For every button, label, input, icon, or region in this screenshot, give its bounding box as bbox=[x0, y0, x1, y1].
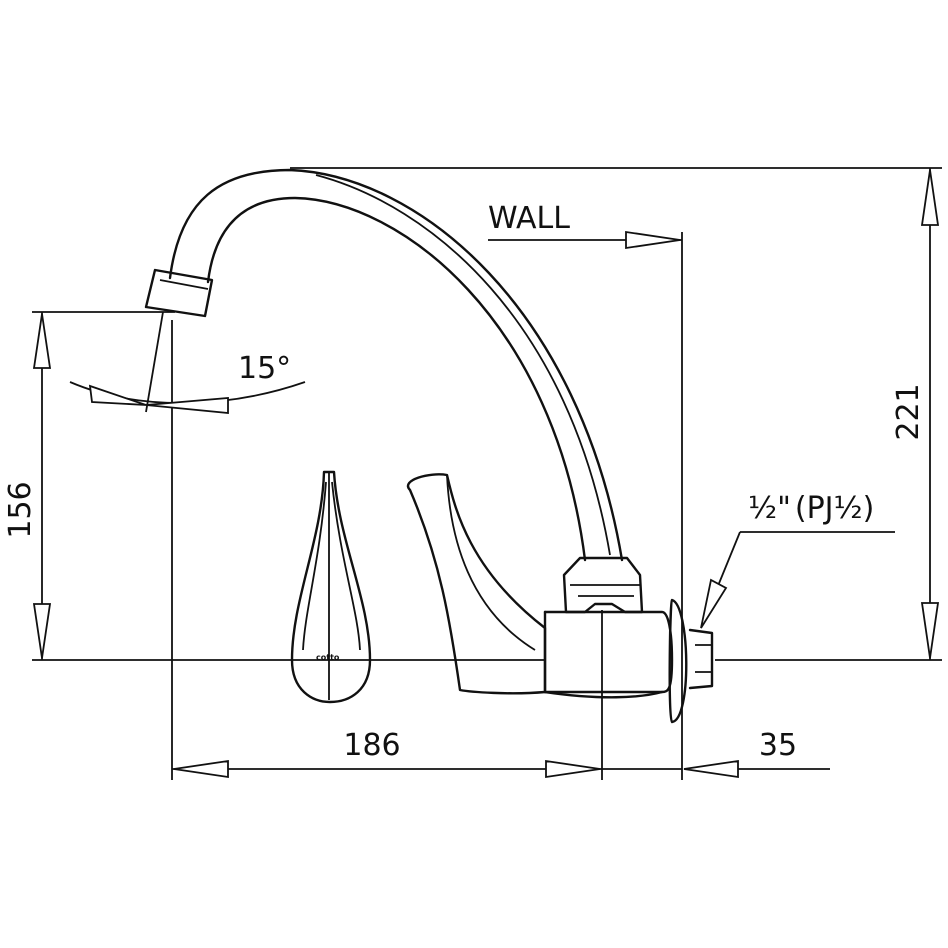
swivel-angle-label: 15° bbox=[238, 351, 291, 386]
aerator bbox=[144, 268, 214, 318]
handle-front-view: cotto bbox=[290, 470, 372, 704]
dimension-156-label: 156 bbox=[3, 481, 38, 538]
wall-flange bbox=[668, 598, 714, 724]
spout bbox=[168, 168, 624, 562]
swivel-nut bbox=[562, 556, 644, 614]
wall-callout: WALL bbox=[488, 201, 682, 250]
wall-label: WALL bbox=[488, 201, 570, 236]
thread-callout: ½"(PJ½) bbox=[700, 491, 895, 629]
dimension-186-label: 186 bbox=[343, 728, 400, 763]
brand-logo: cotto bbox=[316, 653, 340, 662]
dimension-156: 156 bbox=[3, 311, 545, 661]
dimension-35-label: 35 bbox=[759, 728, 797, 763]
dimension-186: 186 bbox=[171, 320, 603, 780]
faucet-body bbox=[543, 610, 674, 699]
thread-size-label: ½"(PJ½) bbox=[748, 491, 874, 526]
dimension-221: 221 bbox=[290, 167, 942, 661]
dimension-221-label: 221 bbox=[891, 383, 926, 440]
dimension-35: 35 bbox=[602, 232, 830, 780]
lever-handle bbox=[406, 473, 547, 695]
swivel-angle: 15° bbox=[69, 311, 306, 414]
